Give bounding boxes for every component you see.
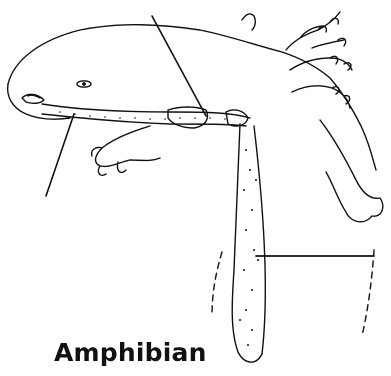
gut-bulge (168, 107, 208, 128)
right-flank-dashed (362, 250, 374, 336)
head-crest (242, 14, 255, 30)
left-flank-dashed (212, 252, 222, 316)
gut-bulge-2 (226, 110, 248, 126)
tail-stipple (239, 149, 259, 346)
gill-middle (290, 58, 352, 70)
eye-pupil (83, 83, 85, 85)
hind-leg (320, 120, 383, 222)
snout-lower-outline (8, 84, 70, 119)
tail-tube-right (254, 126, 265, 354)
gill-filaments (318, 18, 351, 104)
front-leg (96, 126, 160, 166)
body-outline (8, 25, 376, 170)
pointer-line-top (152, 16, 206, 116)
front-leg-toes (92, 147, 126, 175)
pointer-line-left (46, 114, 74, 196)
figure-caption: Amphibian (54, 340, 207, 365)
gill-lower (292, 86, 350, 108)
